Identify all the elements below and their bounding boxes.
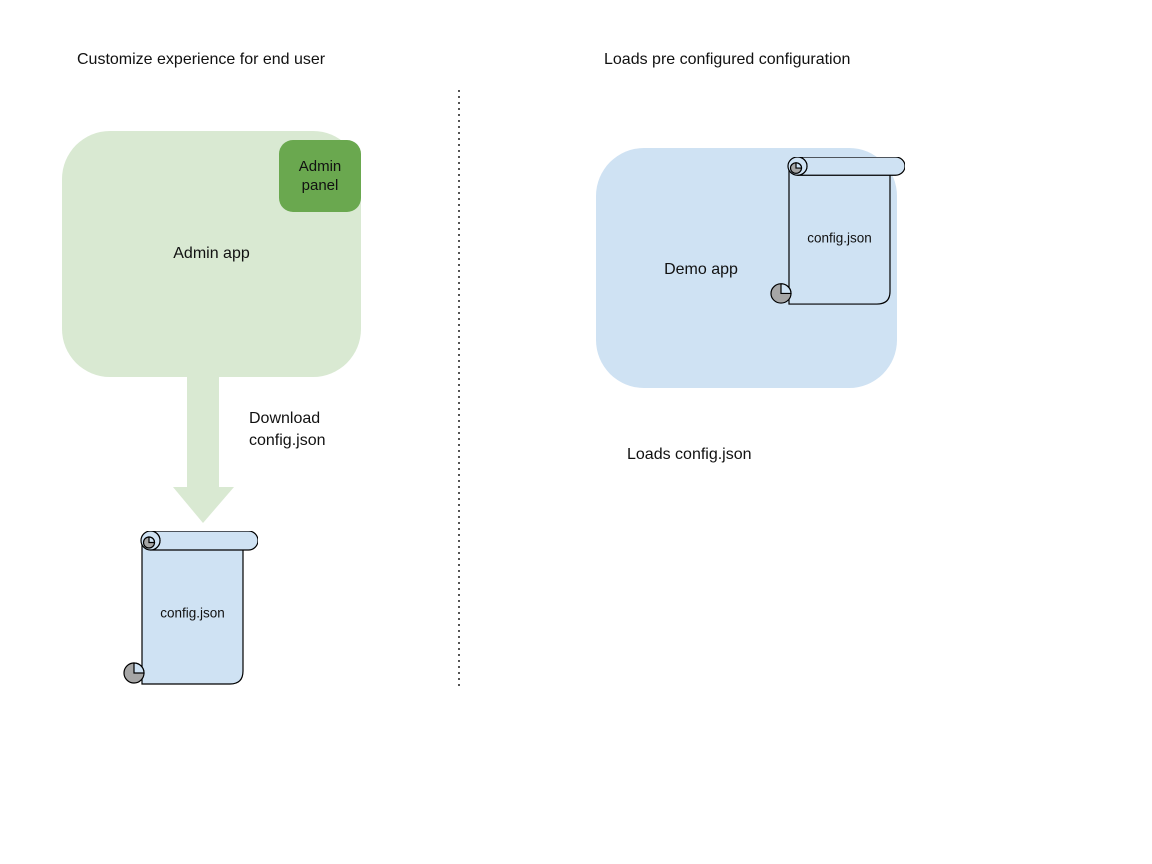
right-section-title: Loads pre configured configuration (604, 51, 851, 68)
demo-app-label: Demo app (664, 261, 738, 278)
config-scroll-left-label: config.json (160, 605, 225, 621)
admin-app-label: Admin app (173, 245, 250, 262)
section-divider (458, 90, 460, 686)
config-scroll-left: config.json (121, 531, 258, 685)
loads-config-caption: Loads config.json (627, 446, 752, 463)
config-scroll-right-label: config.json (807, 230, 872, 246)
download-arrow-icon (173, 377, 234, 523)
admin-app-box: Admin app Admin panel (62, 131, 361, 377)
download-label: Download config.json (249, 410, 326, 449)
admin-panel-box: Admin panel (279, 140, 361, 212)
left-section-title: Customize experience for end user (77, 51, 326, 68)
admin-panel-label: Admin panel (298, 158, 342, 194)
config-scroll-right: config.json (768, 157, 905, 305)
